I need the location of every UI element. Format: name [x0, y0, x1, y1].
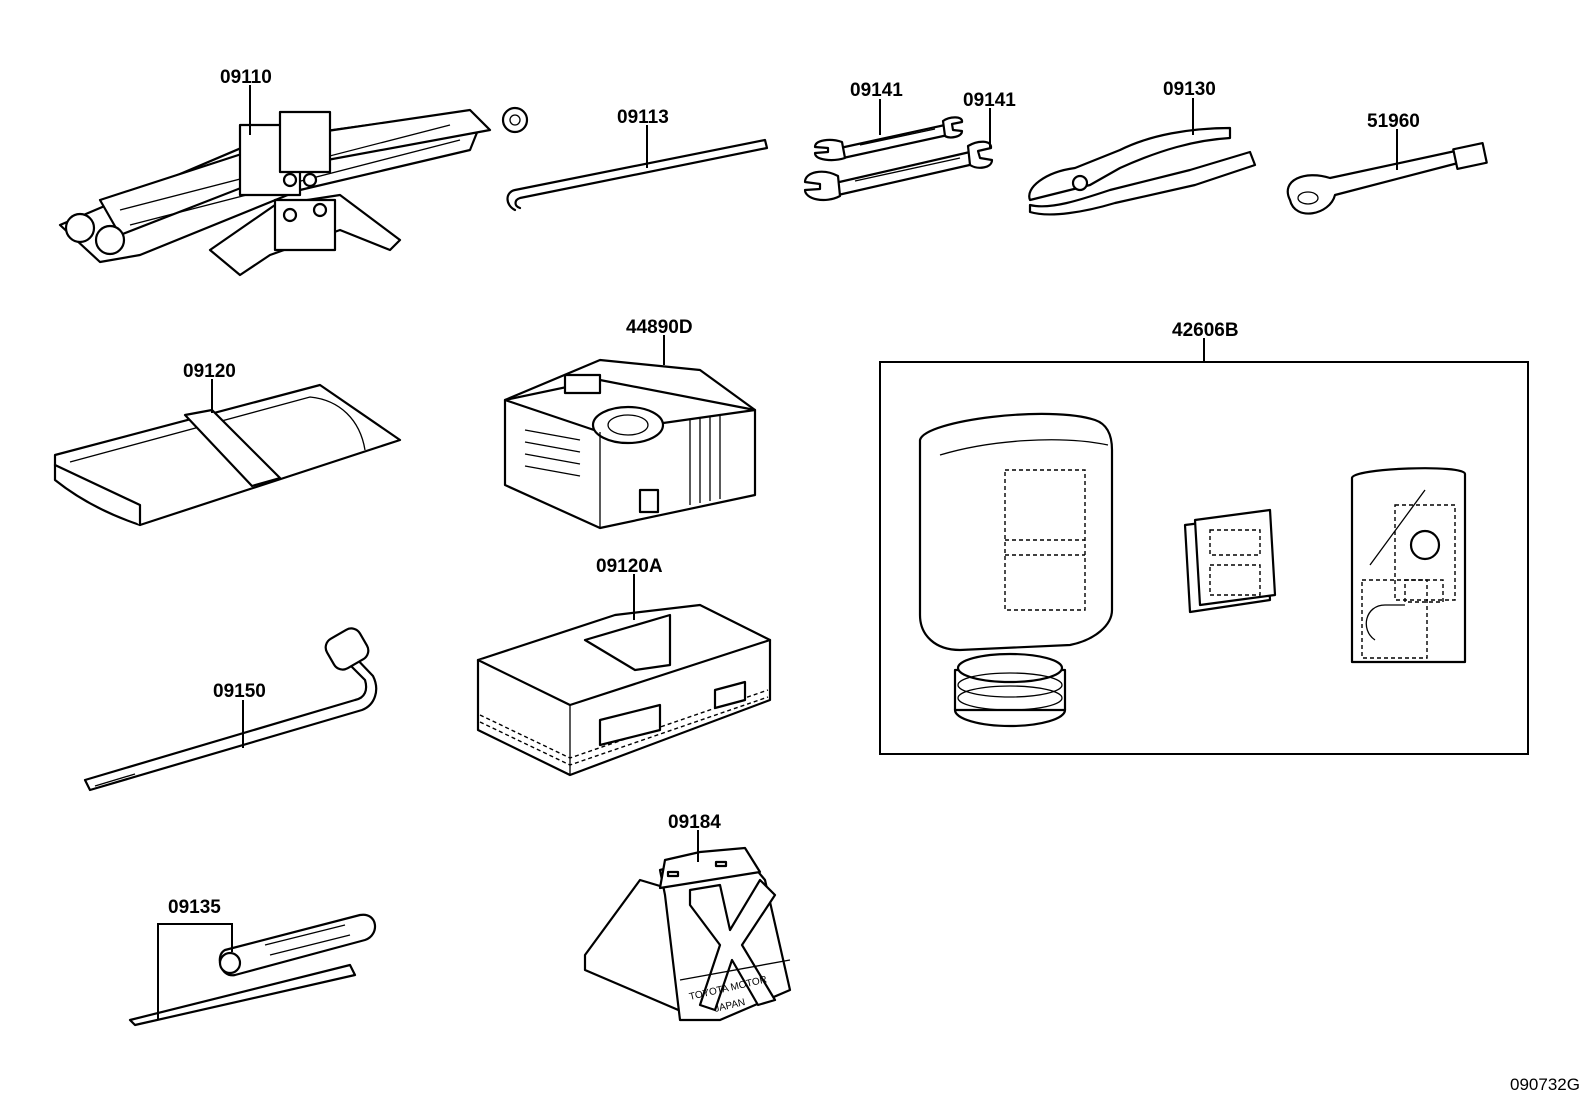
wrench-small: [813, 116, 964, 162]
part-number-tool-bag: 09120: [183, 361, 236, 382]
part-number-screwdriver: 09135: [168, 897, 221, 918]
lug-wrench: [83, 627, 378, 792]
part-number-jack-handle: 09113: [617, 107, 669, 128]
part-number-wrench-b: 09141: [963, 90, 1016, 111]
part-number-jack: 09110: [220, 67, 272, 88]
screwdriver: [128, 913, 376, 1027]
tool-51960: [1286, 141, 1488, 215]
part-number-tool-51960: 51960: [1367, 111, 1420, 132]
part-number-repair-kit: 42606B: [1172, 320, 1239, 341]
wrench-large: [803, 140, 994, 202]
pliers: [1028, 126, 1257, 216]
jack-handle: [506, 138, 769, 212]
leader-lines: [157, 85, 1398, 1020]
part-labels: 09110 09113 09141 09141 09130 51960 0912…: [168, 67, 1580, 1094]
warning-sticker: [1350, 467, 1467, 664]
compressor: [503, 358, 757, 530]
part-number-triangle: 09184: [668, 812, 721, 833]
warning-triangle: TOYOTA MOTOR JAPAN: [583, 846, 792, 1022]
tool-bag: [53, 383, 402, 527]
part-number-compressor: 44890D: [626, 317, 693, 338]
instruction-booklet: [1183, 508, 1277, 614]
case: [476, 603, 772, 777]
scissor-jack: [58, 106, 529, 277]
part-number-lug-wrench: 09150: [213, 681, 266, 702]
part-number-wrench-a: 09141: [850, 80, 903, 101]
sealant-bottle: [918, 412, 1114, 728]
part-number-case: 09120A: [596, 556, 663, 577]
figure-code: 090732G: [1510, 1075, 1580, 1094]
part-number-pliers: 09130: [1163, 79, 1216, 100]
